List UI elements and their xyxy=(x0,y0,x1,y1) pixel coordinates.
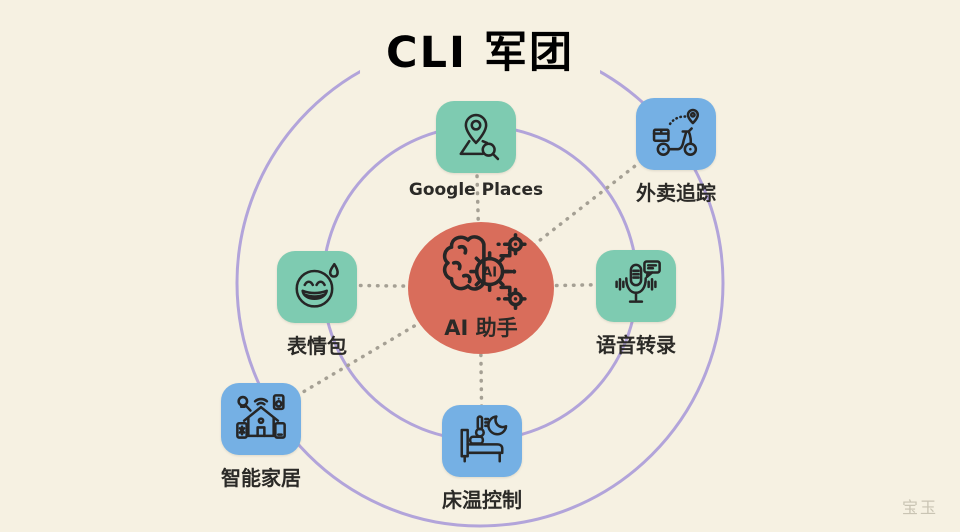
node-label-voice-transcription: 语音转录 xyxy=(596,333,676,357)
smart-home-icon xyxy=(236,394,286,439)
microphone-transcribe-icon xyxy=(615,260,661,303)
node-label-emoji-pack: 表情包 xyxy=(287,334,347,358)
ai-gear-text: AI xyxy=(482,266,497,281)
page-title: CLI 军团 xyxy=(360,12,600,86)
bed-temperature-tile xyxy=(442,405,522,477)
voice-transcription-tile xyxy=(596,250,676,322)
delivery-tracking-tile xyxy=(636,98,716,170)
map-pin-search-icon xyxy=(459,113,500,161)
watermark: 宝玉 xyxy=(901,498,938,517)
google-places-tile xyxy=(436,101,516,173)
node-delivery-tracking: 外卖追踪 xyxy=(636,98,716,206)
node-bed-temperature: 床温控制 xyxy=(442,405,522,513)
node-label-delivery-tracking: 外卖追踪 xyxy=(636,181,716,205)
emoji-pack-tile xyxy=(277,251,357,323)
bed-temperature-icon xyxy=(460,415,508,463)
node-google-places: Google Places xyxy=(409,101,543,200)
ai-brain-gear-icon: AI xyxy=(442,233,527,311)
node-label-google-places: Google Places xyxy=(408,180,544,200)
node-emoji-pack: 表情包 xyxy=(277,251,357,359)
delivery-scooter-icon xyxy=(652,108,700,156)
emoji-sticker-icon xyxy=(295,262,339,308)
node-smart-home: 智能家居 xyxy=(221,383,301,491)
node-label-bed-temperature: 床温控制 xyxy=(442,488,522,512)
smart-home-tile xyxy=(221,383,301,455)
node-label-smart-home: 智能家居 xyxy=(221,466,301,490)
center-node-label: AI 助手 xyxy=(444,316,518,340)
node-voice-transcription: 语音转录 xyxy=(596,250,676,358)
